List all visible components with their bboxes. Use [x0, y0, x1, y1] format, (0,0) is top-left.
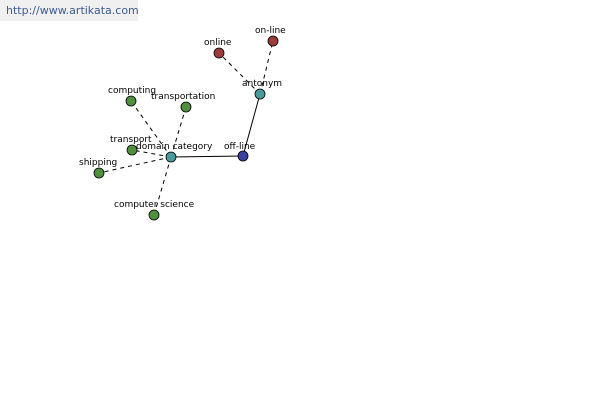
- node-dot-transport[interactable]: [126, 144, 138, 156]
- node-dot-on-line[interactable]: [267, 35, 279, 47]
- edge-antonym-to-on-line: [259, 40, 274, 95]
- node-dot-domain-category[interactable]: [165, 151, 177, 163]
- node-dot-online[interactable]: [213, 47, 225, 59]
- node-computing[interactable]: computing: [108, 86, 156, 107]
- node-dot-off-line[interactable]: [237, 150, 249, 162]
- node-shipping[interactable]: shipping: [79, 158, 117, 179]
- node-label-online[interactable]: online: [204, 38, 232, 48]
- node-dot-computing[interactable]: [125, 95, 137, 107]
- node-label-on-line[interactable]: on-line: [255, 26, 286, 36]
- edge-antonym-to-online: [218, 52, 261, 95]
- node-online[interactable]: online: [204, 38, 232, 59]
- node-dot-transportation[interactable]: [180, 101, 192, 113]
- node-label-antonym[interactable]: antonym: [242, 79, 282, 89]
- node-on-line[interactable]: on-line: [255, 26, 286, 47]
- edge-domain-category-to-transportation: [170, 106, 187, 158]
- node-computer-science[interactable]: computer science: [114, 200, 195, 221]
- edge-domain-category-to-computer-science: [153, 156, 172, 216]
- source-link[interactable]: http://www.artikata.com: [0, 0, 138, 21]
- node-off-line[interactable]: off-line: [224, 142, 256, 162]
- node-label-transportation[interactable]: transportation: [151, 92, 215, 102]
- node-transport[interactable]: transport: [110, 135, 152, 156]
- node-label-domain-category[interactable]: domain category: [136, 142, 213, 152]
- node-domain-category[interactable]: domain category: [136, 142, 213, 163]
- nodes-layer: off-line domain category antonym online on-l…: [79, 26, 286, 221]
- node-transportation[interactable]: transportation: [151, 92, 215, 113]
- node-dot-antonym[interactable]: [254, 88, 266, 100]
- node-label-shipping[interactable]: shipping: [79, 158, 117, 168]
- node-label-off-line[interactable]: off-line: [224, 142, 256, 152]
- edge-off-line-to-antonym: [242, 93, 261, 157]
- node-dot-shipping[interactable]: [93, 167, 105, 179]
- node-dot-computer-science[interactable]: [148, 209, 160, 221]
- edge-domain-category-to-transport: [131, 149, 172, 158]
- edge-off-line-to-domain-category: [170, 155, 244, 158]
- node-label-computing[interactable]: computing: [108, 86, 156, 96]
- node-label-transport[interactable]: transport: [110, 135, 152, 145]
- edge-domain-category-to-computing: [130, 100, 172, 158]
- edges-layer: [98, 40, 274, 216]
- node-label-computer-science[interactable]: computer science: [114, 200, 195, 210]
- node-antonym[interactable]: antonym: [242, 79, 282, 100]
